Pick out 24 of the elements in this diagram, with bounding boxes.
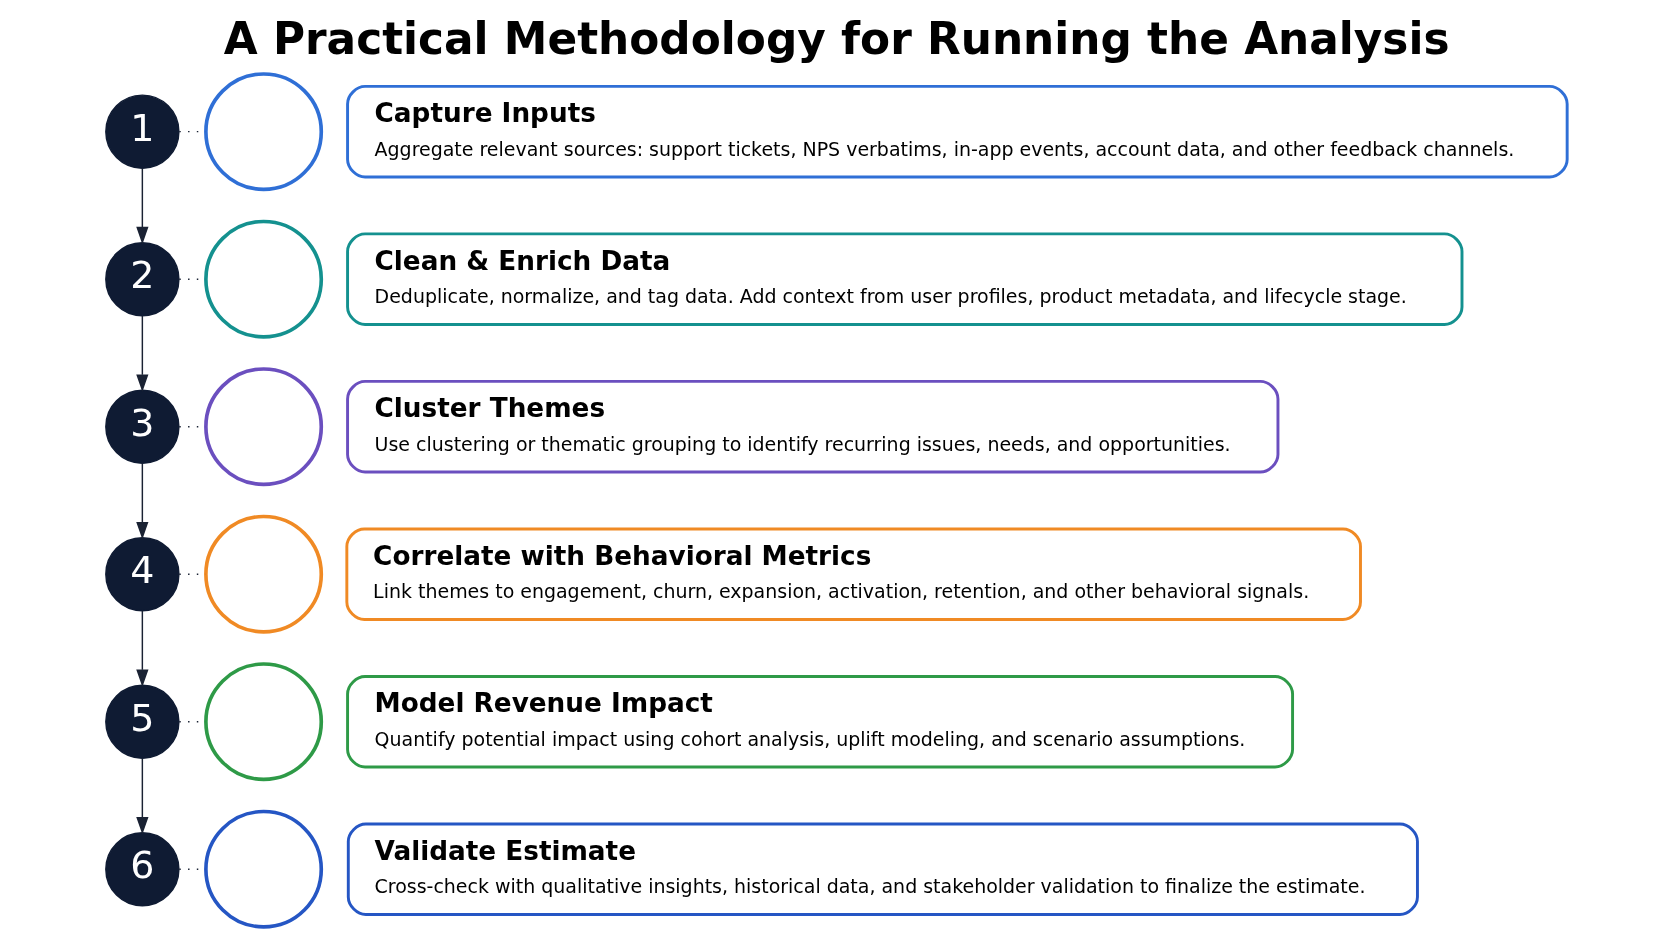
- arrow: [135, 462, 148, 540]
- node-box: Clean & Enrich Data Deduplicate, normalize, and tag data. Add context from user profiles, product metadata, and lifecycle stage.: [345, 232, 1463, 326]
- node-circle: 4: [104, 536, 180, 612]
- node-circle: 3: [104, 389, 180, 464]
- node-circle: 2: [104, 241, 180, 317]
- arrow: [135, 167, 148, 245]
- node-circle: [203, 514, 323, 634]
- arrow: [135, 610, 148, 687]
- node-circle: [203, 367, 323, 487]
- node-circle: 6: [104, 832, 180, 907]
- node-box: Capture Inputs Aggregate relevant sources: support tickets, NPS verbatims, in-app events, account data, and other feedback channels.: [345, 84, 1569, 179]
- node-circle: 5: [104, 684, 180, 759]
- node-box: Validate Estimate Cross-check with qualitative insights, historical data, and stakeholder validation to finalize the estimate.: [346, 822, 1419, 916]
- node-circle: [203, 72, 323, 192]
- arrow: [135, 315, 148, 392]
- node-box: Model Revenue Impact Quantify potential impact using cohort analysis, uplift modeling, and scenario assumptions.: [345, 675, 1294, 769]
- node-circle: [203, 662, 323, 782]
- node-circle: [203, 809, 323, 929]
- node-box: Cluster Themes Use clustering or thematic grouping to identify recurring issues, needs, and opportunities.: [345, 379, 1279, 474]
- node-box: Correlate with Behavioral Metrics Link themes to engagement, churn, expansion, activation, retention, and other behavioral signals.: [344, 527, 1362, 621]
- node-circle: [203, 219, 323, 339]
- node-circle: 1: [104, 94, 180, 169]
- arrow: [135, 757, 148, 835]
- diagram-title: A Practical Methodology for Running the Analysis: [223, 12, 1449, 64]
